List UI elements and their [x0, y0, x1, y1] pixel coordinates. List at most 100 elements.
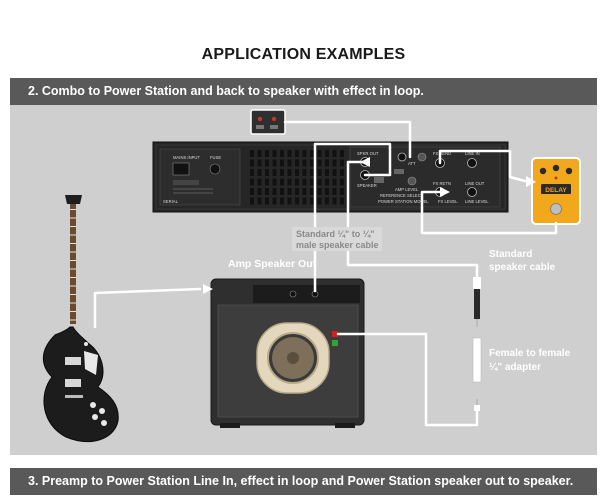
guitar-fret [70, 209, 76, 210]
vent-slot [317, 159, 322, 167]
guitar-fret [70, 234, 76, 236]
guitar-frets [70, 209, 76, 321]
vent-slot [272, 178, 277, 186]
mains-input-label: MAINS INPUT [173, 155, 200, 160]
vent-slot [302, 197, 307, 205]
pedal-knob-2-icon [552, 164, 560, 172]
guitar-pickguard [84, 351, 98, 375]
vent-slot [310, 169, 314, 176]
spkr-out-label: SPKR OUT [357, 151, 379, 156]
vent-slot [332, 188, 337, 195]
amp-foot-right [335, 423, 355, 428]
fx-return-label: FX RETN [433, 181, 451, 186]
label-quarter-cable: Standard ¼" to ¼" male speaker cable [292, 227, 382, 251]
vent-slot [317, 169, 322, 176]
vent-slot [295, 150, 299, 157]
power-station-unit: MAINS INPUT FUSE SERIAL SPKR OUT FX SEND… [152, 141, 509, 213]
vent-slot [325, 188, 329, 195]
guitar-fret [70, 319, 76, 321]
vent-slot [250, 178, 254, 186]
line-in-label: LINE IN [465, 151, 480, 156]
guitar-fret [70, 217, 76, 219]
amp-control-panel [253, 285, 360, 303]
cable-footswitch [283, 120, 412, 159]
section-3-heading: 3. Preamp to Power Station Line In, effe… [10, 468, 597, 495]
pedal-knob-1-icon [539, 167, 547, 175]
vent-slot [332, 150, 337, 157]
guitar-fret [70, 243, 76, 244]
fx-send-label: FX SEND [433, 151, 451, 156]
cable-speaker-terminal [336, 332, 479, 427]
standard-quarter-cable-label-line2: male speaker cable [296, 240, 379, 250]
pedal-footswitch-icon [550, 203, 562, 215]
line-out-label: LINE OUT [465, 181, 485, 186]
guitar-knob-1-icon [90, 402, 96, 408]
vent-slot [295, 169, 299, 176]
guitar-toggle-icon [84, 342, 88, 346]
vent-slot [257, 188, 262, 195]
page-title: APPLICATION EXAMPLES [201, 46, 406, 63]
vent-slot [325, 159, 329, 167]
vent-slot [265, 159, 269, 167]
guitar-neck [70, 204, 76, 324]
vent-slot [302, 188, 307, 195]
guitar-fret [70, 311, 76, 312]
vent-slot [317, 150, 322, 157]
line-out-jack-icon [467, 187, 477, 197]
ohms-switch-icon [374, 177, 384, 183]
speaker-terminal-green [332, 340, 338, 346]
vent-slot [287, 169, 292, 176]
vent-slot [340, 188, 344, 195]
application-diagram: MAINS INPUT FUSE SERIAL SPKR OUT FX SEND… [42, 109, 581, 443]
vent-slot [340, 197, 344, 205]
arrow-to-pedal-icon [526, 176, 536, 187]
vent-slot [295, 178, 299, 186]
guitar-bridge [65, 395, 83, 398]
vent-slot [340, 178, 344, 186]
vent-slot [265, 169, 269, 176]
vent-grille [250, 150, 344, 205]
vent-slot [287, 197, 292, 205]
vent-slot [287, 150, 292, 157]
vent-slot [295, 188, 299, 195]
arrow-to-spkr-jack-icon [360, 157, 370, 167]
model-label: POWER STATION MODEL [378, 199, 429, 204]
vent-slot [302, 178, 307, 186]
vent-slot [280, 178, 284, 186]
amp-combo [210, 278, 365, 428]
mains-socket-icon [172, 162, 190, 176]
vent-slot [287, 159, 292, 167]
female-adapter-label-line1: Female to female [489, 348, 571, 359]
guitar-fret [70, 302, 76, 304]
standard-speaker-cable-label-line1: Standard [489, 249, 532, 260]
vent-slot [250, 188, 254, 195]
vent-slot [340, 159, 344, 167]
vent-slot [302, 169, 307, 176]
guitar-pickup-neck [65, 357, 81, 365]
electric-guitar [42, 195, 119, 443]
vent-slot [295, 159, 299, 167]
vent-slot [250, 197, 254, 205]
amp-level-label: AMP LEVEL [395, 187, 419, 192]
vent-slot [310, 197, 314, 205]
vent-slot [287, 188, 292, 195]
vent-slot [272, 197, 277, 205]
speaker-ohms-label: SPEAKER [357, 183, 377, 188]
quarter-inch-plug-icon [473, 277, 481, 327]
vent-slot [257, 159, 262, 167]
att-knob-icon [417, 152, 427, 162]
diagram-panel: MAINS INPUT FUSE SERIAL SPKR OUT FX SEND… [10, 105, 597, 455]
guitar-fret [70, 251, 76, 253]
vent-slot [340, 169, 344, 176]
vent-slot [295, 197, 299, 205]
vent-slot [310, 188, 314, 195]
reference-switch-icon [394, 169, 404, 174]
vent-slot [265, 150, 269, 157]
cable-guitar-to-amp [93, 287, 202, 329]
vent-slot [280, 169, 284, 176]
vent-slot [272, 159, 277, 167]
guitar-pickup-bridge [65, 379, 81, 387]
amp-speaker-out-label: Amp Speaker Out [228, 258, 317, 270]
vent-slot [257, 197, 262, 205]
vent-slot [265, 178, 269, 186]
